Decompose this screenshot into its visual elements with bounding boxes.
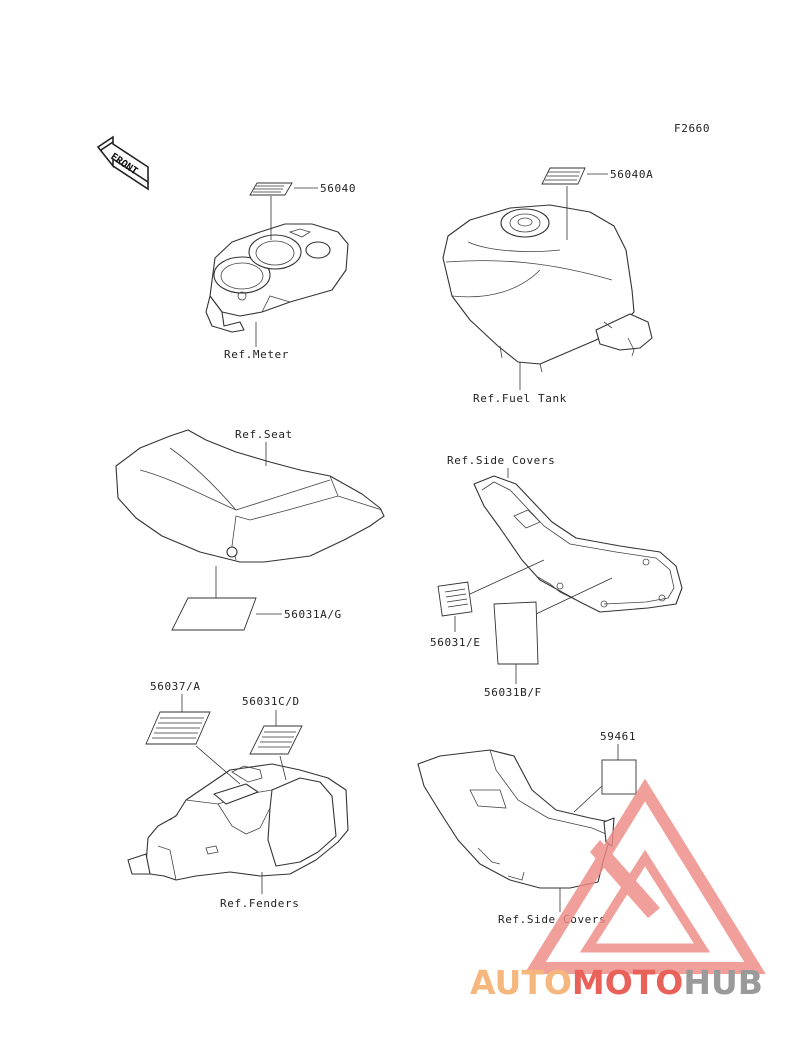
label-56031E: 56031/E — [430, 636, 481, 649]
fender-decal-56031CD — [249, 725, 303, 755]
watermark-triangle-logo — [524, 778, 766, 974]
side-decal-small-hatch — [444, 588, 469, 608]
label-ref-fenders: Ref.Fenders — [220, 897, 299, 910]
label-56040A: 56040A — [610, 168, 653, 181]
label-59461: 59461 — [600, 730, 636, 743]
cover-decal-59461 — [601, 759, 637, 795]
watermark-word-moto: MOTO — [572, 963, 683, 1002]
automotohub-watermark: AUTOMOTOHUB — [470, 778, 766, 1002]
watermark-word-hub: HUB — [683, 963, 763, 1002]
fender-decal-right-hatch — [258, 731, 296, 748]
rear-fender — [127, 763, 349, 881]
side-decal-56031BF — [493, 601, 539, 665]
svg-text:AUTOMOTOHUB: AUTOMOTOHUB — [470, 963, 763, 1002]
label-56031AG: 56031A/G — [284, 608, 342, 621]
tank-decal-hatch — [545, 171, 580, 181]
front-arrow-icon: FRONT — [96, 135, 149, 191]
fuel-tank — [442, 204, 653, 373]
fender-decal-left-hatch — [152, 717, 204, 739]
label-ref-side-covers-bottom: Ref.Side Covers — [498, 913, 606, 926]
meter-decal-hatch — [253, 185, 284, 193]
side-cover-upper — [473, 475, 683, 613]
label-56031BF: 56031B/F — [484, 686, 542, 699]
label-ref-fuel-tank: Ref.Fuel Tank — [473, 392, 567, 405]
seat-decal-56031AG — [171, 597, 257, 631]
label-56040: 56040 — [320, 182, 356, 195]
figure-code: F2660 — [674, 122, 710, 135]
label-56037A: 56037/A — [150, 680, 201, 693]
side-cover-lower — [417, 749, 615, 889]
side-decal-56031E — [437, 581, 473, 617]
label-ref-meter: Ref.Meter — [224, 348, 289, 361]
watermark-word-auto: AUTO — [470, 963, 572, 1002]
meter-assembly — [205, 223, 349, 333]
seat — [115, 429, 385, 563]
label-ref-side-covers-top: Ref.Side Covers — [447, 454, 555, 467]
label-56031CD: 56031C/D — [242, 695, 300, 708]
label-ref-seat: Ref.Seat — [235, 428, 293, 441]
